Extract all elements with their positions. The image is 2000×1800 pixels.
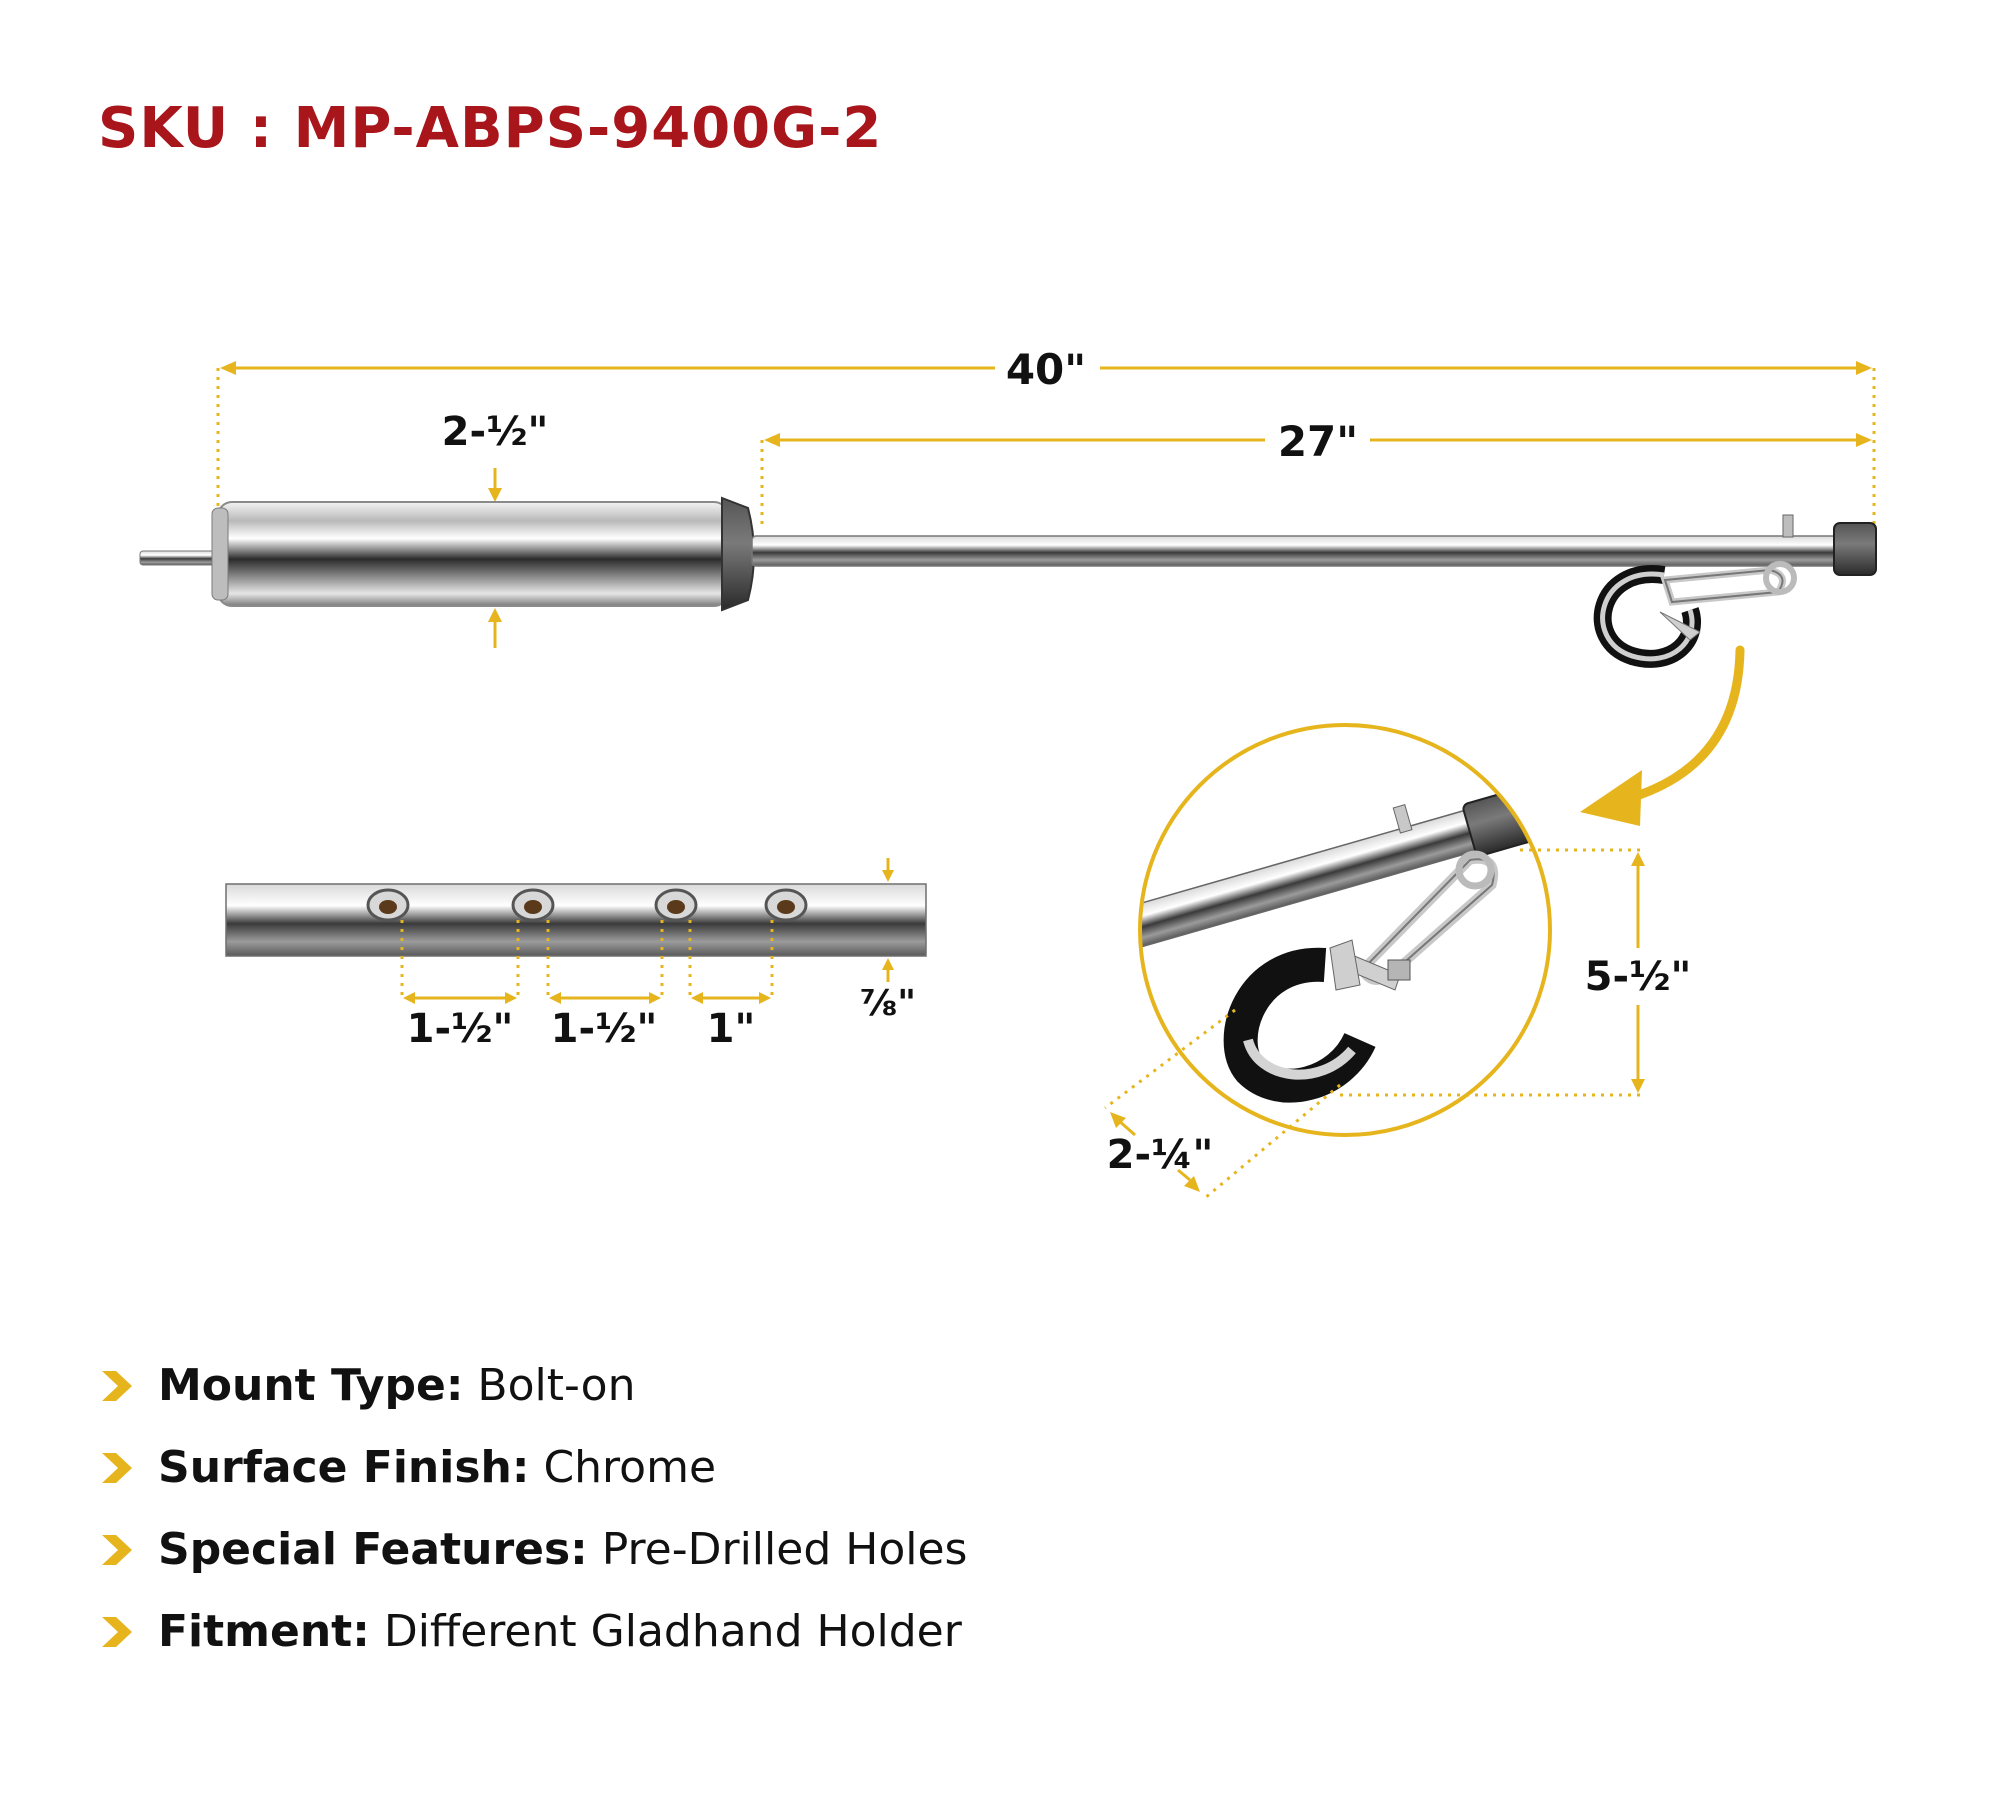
air-line-support-arm bbox=[139, 496, 1877, 668]
holder-height-dimension bbox=[1340, 848, 1645, 1097]
arm-length-label: 27" bbox=[1278, 417, 1358, 466]
dimension-arm bbox=[760, 433, 1872, 528]
spec-value: Different Gladhand Holder bbox=[369, 1606, 962, 1657]
clamp-diameter-dimension bbox=[1104, 1008, 1341, 1200]
spec-label: Mount Type: bbox=[158, 1360, 464, 1411]
chevron-right-icon bbox=[102, 1617, 132, 1647]
clamp-diameter-label: 2-¼" bbox=[1107, 1132, 1214, 1178]
spec-value: Chrome bbox=[529, 1442, 717, 1493]
spec-label: Surface Finish: bbox=[158, 1442, 530, 1493]
spec-value: Bolt-on bbox=[463, 1360, 636, 1411]
spec-surface-finish: Surface Finish: Chrome bbox=[100, 1427, 967, 1509]
spec-list: Mount Type: Bolt-on Surface Finish: Chro… bbox=[100, 1345, 967, 1673]
overall-length-label: 40" bbox=[1006, 345, 1086, 394]
chevron-right-icon bbox=[102, 1371, 132, 1401]
dimension-overall bbox=[216, 361, 1876, 545]
spec-fitment: Fitment: Different Gladhand Holder bbox=[100, 1591, 967, 1673]
spec-value: Pre-Drilled Holes bbox=[587, 1524, 968, 1575]
sku-title: SKU : MP-ABPS-9400G-2 bbox=[98, 96, 883, 161]
spec-mount-type: Mount Type: Bolt-on bbox=[100, 1345, 967, 1427]
holder-detail-circle bbox=[1138, 723, 1552, 1137]
spec-special-features: Special Features: Pre-Drilled Holes bbox=[100, 1509, 967, 1591]
hole-spacing-3: 1" bbox=[707, 1006, 756, 1052]
spring-diameter-arrows bbox=[488, 468, 502, 648]
chevron-right-icon bbox=[102, 1535, 132, 1565]
spec-label: Fitment: bbox=[158, 1606, 370, 1657]
spec-label: Special Features: bbox=[158, 1524, 588, 1575]
tube-diameter-label: ⅞" bbox=[860, 983, 916, 1024]
hole-spacing-2: 1-½" bbox=[551, 1006, 658, 1052]
chevron-right-icon bbox=[102, 1453, 132, 1483]
hole-spacing-1: 1-½" bbox=[407, 1006, 514, 1052]
spring-diameter-label: 2-½" bbox=[442, 409, 549, 455]
hole-detail-tube bbox=[225, 883, 927, 957]
holder-height-label: 5-½" bbox=[1585, 954, 1692, 1000]
hole-spacing-dimensions bbox=[400, 858, 894, 1004]
callout-arrow bbox=[1580, 645, 1745, 826]
